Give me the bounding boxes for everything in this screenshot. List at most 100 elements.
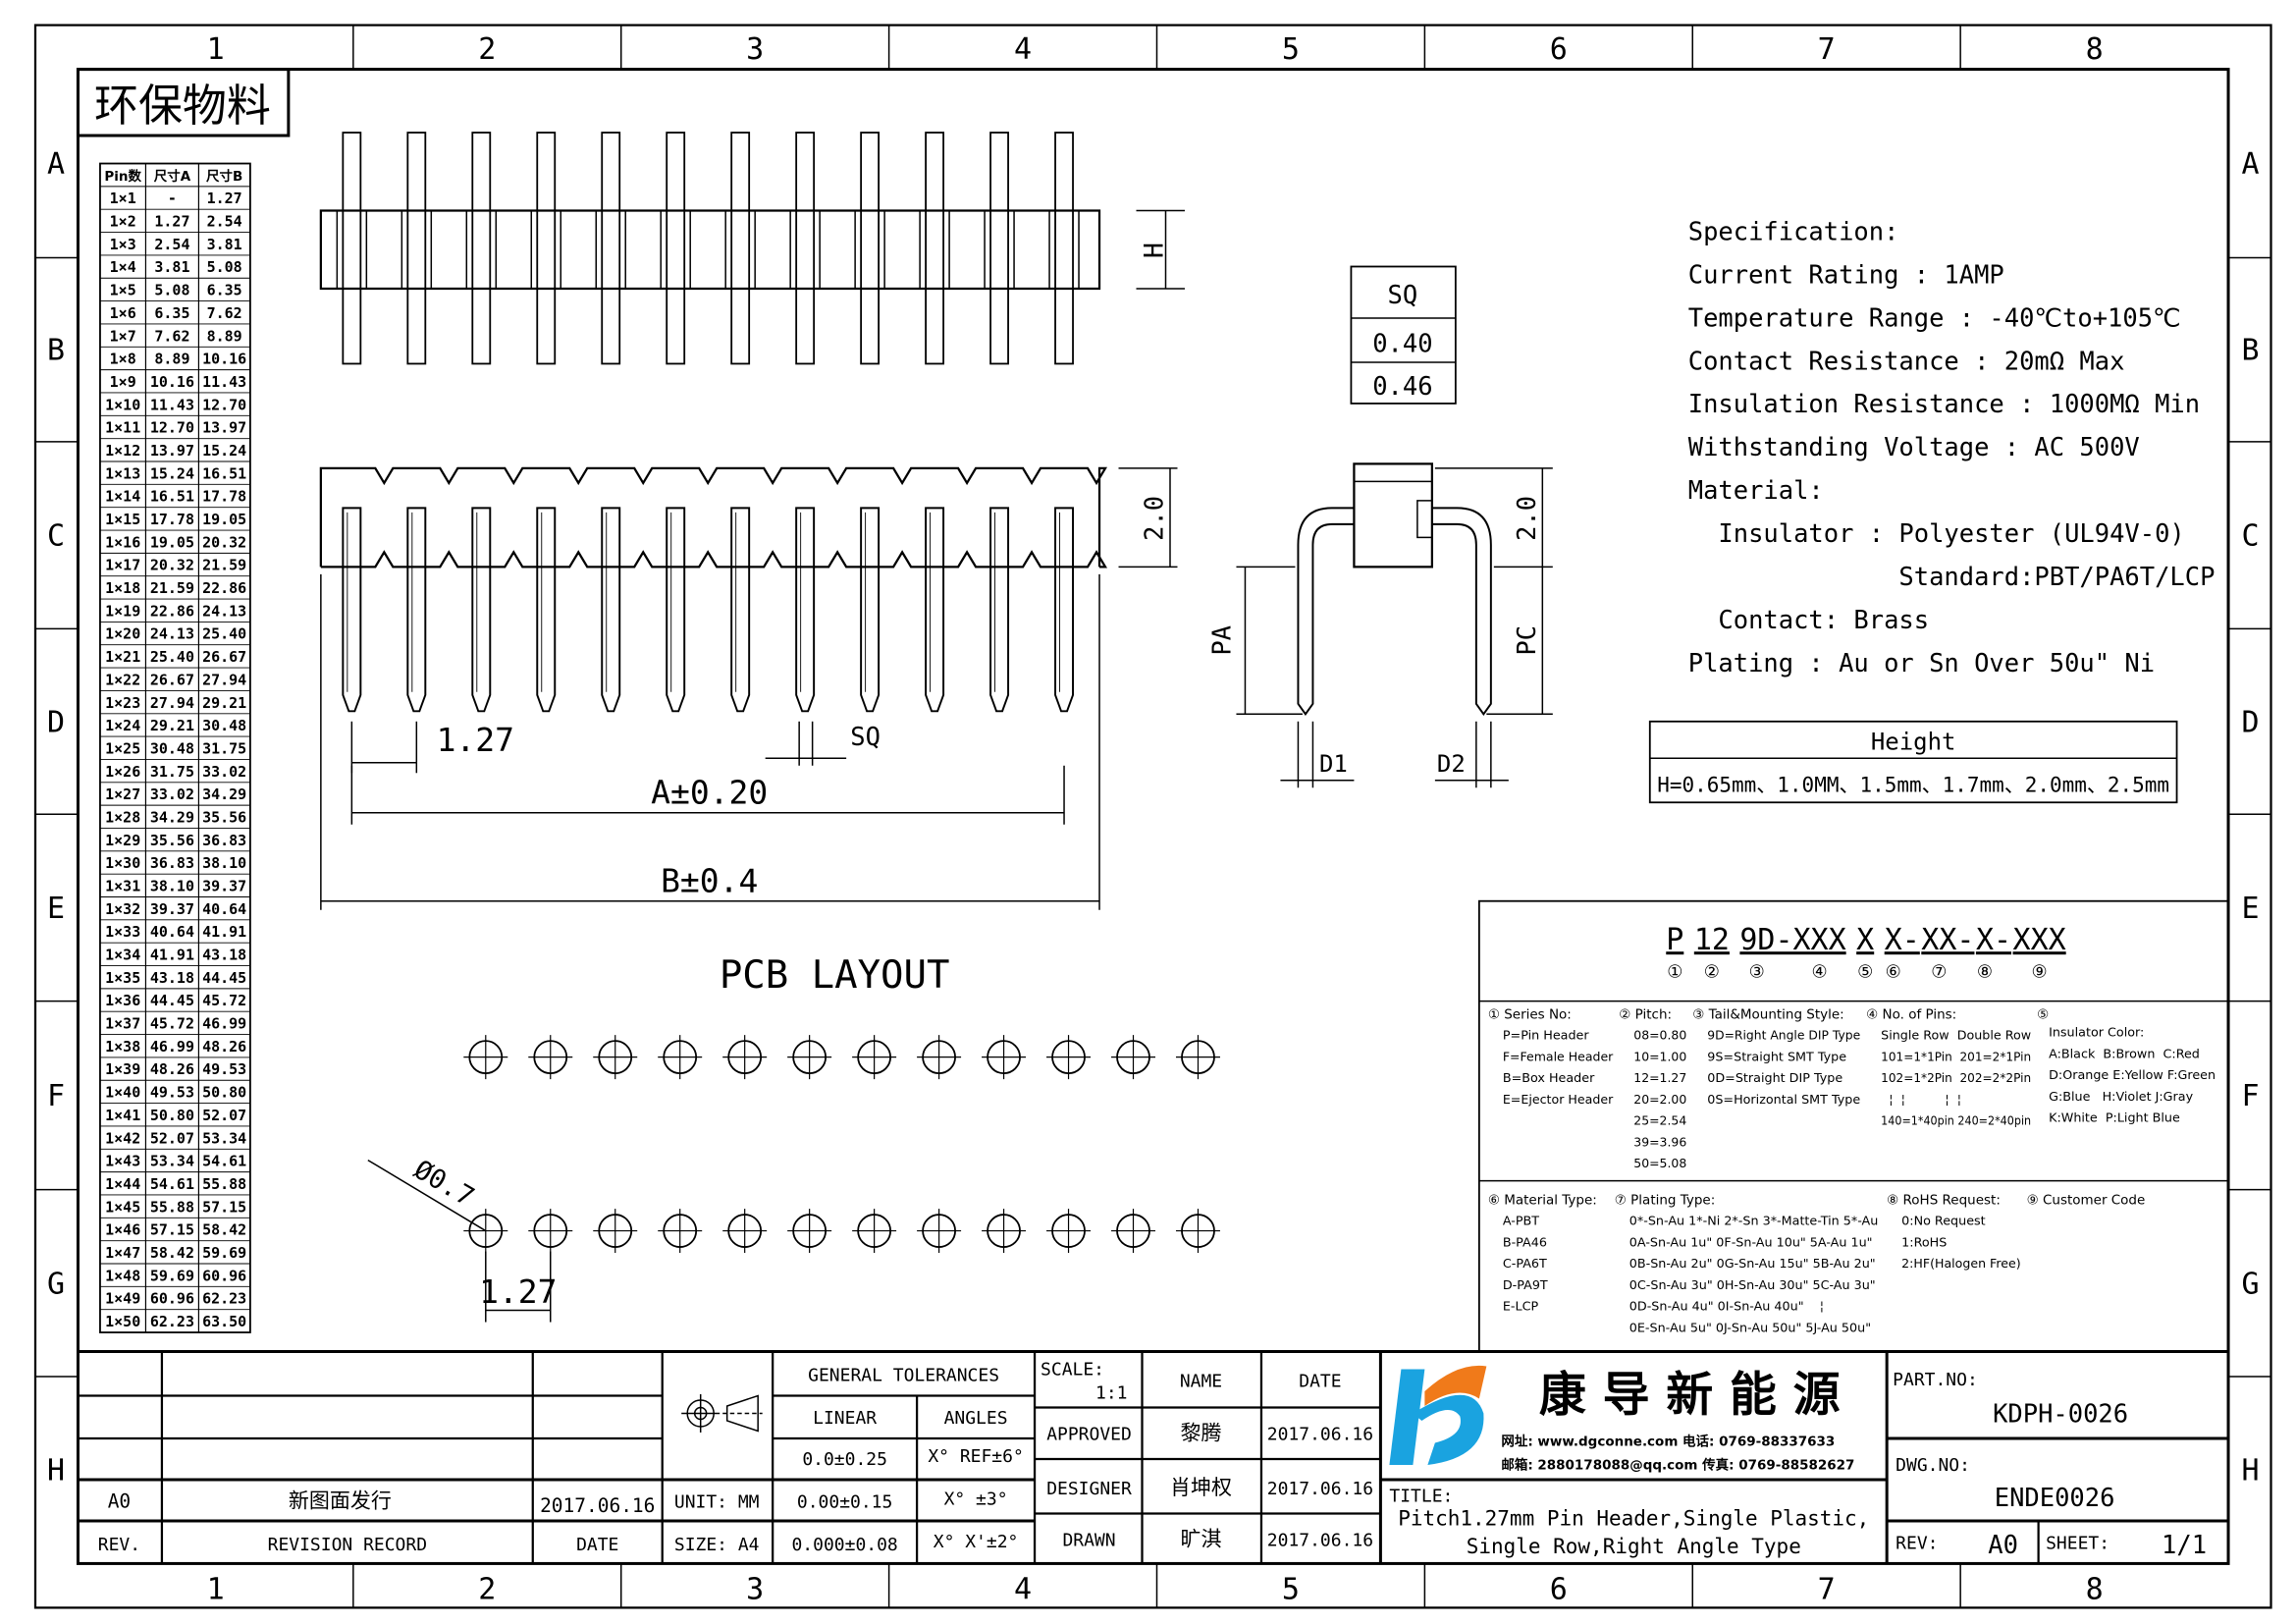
signoff-name: 肖坤权: [1170, 1476, 1232, 1499]
frame-column-label: 1: [207, 1572, 225, 1606]
pin: [730, 132, 751, 365]
table-cell: 1×44: [105, 1175, 140, 1193]
table-cell: 11.43: [202, 373, 246, 391]
table-cell: 1×31: [105, 878, 140, 895]
table-cell: 39.37: [150, 900, 194, 918]
pcb-layout-title: PCB LAYOUT: [720, 953, 950, 998]
pcb-hole-crosshair: [658, 1035, 703, 1080]
table-cell: 7.62: [154, 327, 189, 345]
pin: [471, 132, 492, 365]
pin: [1054, 132, 1074, 365]
pin: [342, 132, 362, 365]
part-no-label: PART.NO:: [1893, 1370, 1978, 1390]
frame-row-label: C: [47, 519, 65, 554]
frame-column-label: 2: [478, 32, 496, 67]
table-cell: 1×33: [105, 923, 140, 941]
table-cell: 58.42: [202, 1221, 246, 1239]
table-cell: 12.70: [150, 419, 194, 437]
table-cell: 1×16: [105, 533, 140, 551]
table-cell: 52.07: [202, 1107, 246, 1124]
scale-label: SCALE:: [1041, 1360, 1104, 1380]
pin: [536, 132, 557, 365]
frame-row-label: H: [47, 1454, 65, 1489]
table-cell: 35.56: [150, 832, 194, 849]
header-body: [319, 466, 1108, 568]
table-cell: 1×23: [105, 694, 140, 712]
table-cell: 1×35: [105, 969, 140, 987]
table-cell: 49.53: [202, 1060, 246, 1078]
pcb-hole-crosshair: [593, 1209, 638, 1254]
table-cell: 1×48: [105, 1267, 140, 1284]
frame-column-label: 6: [1550, 32, 1568, 67]
pcb-hole-crosshair: [722, 1209, 768, 1254]
table-cell: 27.94: [202, 671, 246, 688]
table-cell: 19.05: [202, 511, 246, 528]
table-cell: 10.16: [150, 373, 194, 391]
table-cell: 17.78: [150, 511, 194, 528]
dim-pc-label: PC: [1513, 625, 1542, 656]
unit-label: UNIT: MM: [674, 1491, 760, 1512]
signoff-role: APPROVED: [1046, 1424, 1132, 1444]
revision-rev: A0: [108, 1489, 131, 1512]
title-block: A0 新图面发行 2017.06.16 REV. REVISION RECORD…: [78, 1350, 2229, 1564]
frame-row-label: A: [2241, 147, 2259, 182]
table-cell: 1×42: [105, 1129, 140, 1147]
table-cell: 38.10: [150, 878, 194, 895]
pcb-hole-crosshair: [463, 1209, 508, 1254]
frame-row-label: F: [2241, 1079, 2259, 1113]
frame-column-label: 2: [478, 1572, 496, 1606]
legend-line: F=Female Header: [1503, 1050, 1614, 1064]
legend-line: 0S=Horizontal SMT Type: [1707, 1093, 1860, 1108]
legend-line: 12=1.27: [1633, 1071, 1686, 1086]
legend-title: ④ No. of Pins:: [1866, 1007, 1956, 1023]
frame-row-label: C: [2241, 519, 2259, 554]
table-cell: 43.18: [150, 969, 194, 987]
legend-line: Insulator Color:: [2049, 1026, 2144, 1041]
frame-column-label: 4: [1014, 1572, 1032, 1606]
table-cell: 49.53: [150, 1084, 194, 1102]
table-cell: 12.70: [202, 396, 246, 413]
table-cell: 39.37: [202, 878, 246, 895]
legend-title: ② Pitch:: [1619, 1007, 1672, 1023]
table-cell: 11.43: [150, 396, 194, 413]
side-view: 2.0 PA PC D1 D2: [1207, 462, 1553, 788]
legend-line: 101=1*1Pin 201=2*1Pin: [1881, 1050, 2031, 1064]
table-cell: 16.51: [202, 464, 246, 482]
sq-table: SQ 0.40 0.46: [1350, 265, 1457, 405]
table-cell: 36.83: [150, 854, 194, 872]
name-column-label: NAME: [1180, 1371, 1222, 1391]
legend-line: 0C-Sn-Au 3u" 0H-Sn-Au 30u" 5C-Au 3u": [1629, 1278, 1876, 1293]
linear-tolerance: 0.0±0.25: [802, 1449, 887, 1470]
pcb-hole-crosshair: [852, 1035, 897, 1080]
table-cell: 55.88: [150, 1198, 194, 1216]
table-cell: 29.21: [150, 717, 194, 734]
table-cell: 1×20: [105, 625, 140, 643]
pcb-hole-crosshair: [787, 1209, 832, 1254]
table-cell: 1×50: [105, 1313, 140, 1330]
table-cell: 62.23: [202, 1290, 246, 1308]
pin: [471, 507, 492, 713]
drawing-title: Single Row,Right Angle Type: [1467, 1535, 1801, 1558]
pcb-hole-crosshair: [982, 1035, 1027, 1080]
pcb-hole-crosshair: [1111, 1209, 1155, 1254]
table-cell: 25.40: [150, 648, 194, 666]
table-cell: 59.69: [202, 1244, 246, 1262]
legend-line: E-LCP: [1503, 1300, 1539, 1315]
sq-value: 0.40: [1372, 329, 1432, 358]
angle-tolerance: X° X'±2°: [934, 1532, 1019, 1552]
frame-row-label: E: [2241, 892, 2259, 926]
pcb-hole-crosshair: [1175, 1209, 1220, 1254]
spec-line: Withstanding Voltage : AC 500V: [1688, 433, 2140, 462]
dwg-no-value: ENDE0026: [1995, 1484, 2115, 1513]
legend-line: 20=2.00: [1633, 1093, 1686, 1108]
pin: [342, 507, 362, 713]
legend-title: ⑥ Material Type:: [1488, 1193, 1597, 1209]
table-cell: 1×38: [105, 1038, 140, 1056]
table-cell: 1×13: [105, 464, 140, 482]
table-cell: 1×46: [105, 1221, 140, 1239]
table-cell: 6.35: [154, 304, 189, 322]
table-cell: 15.24: [150, 464, 194, 482]
table-cell: 1×26: [105, 763, 140, 781]
legend-title: ⑧ RoHS Request:: [1887, 1193, 2001, 1209]
